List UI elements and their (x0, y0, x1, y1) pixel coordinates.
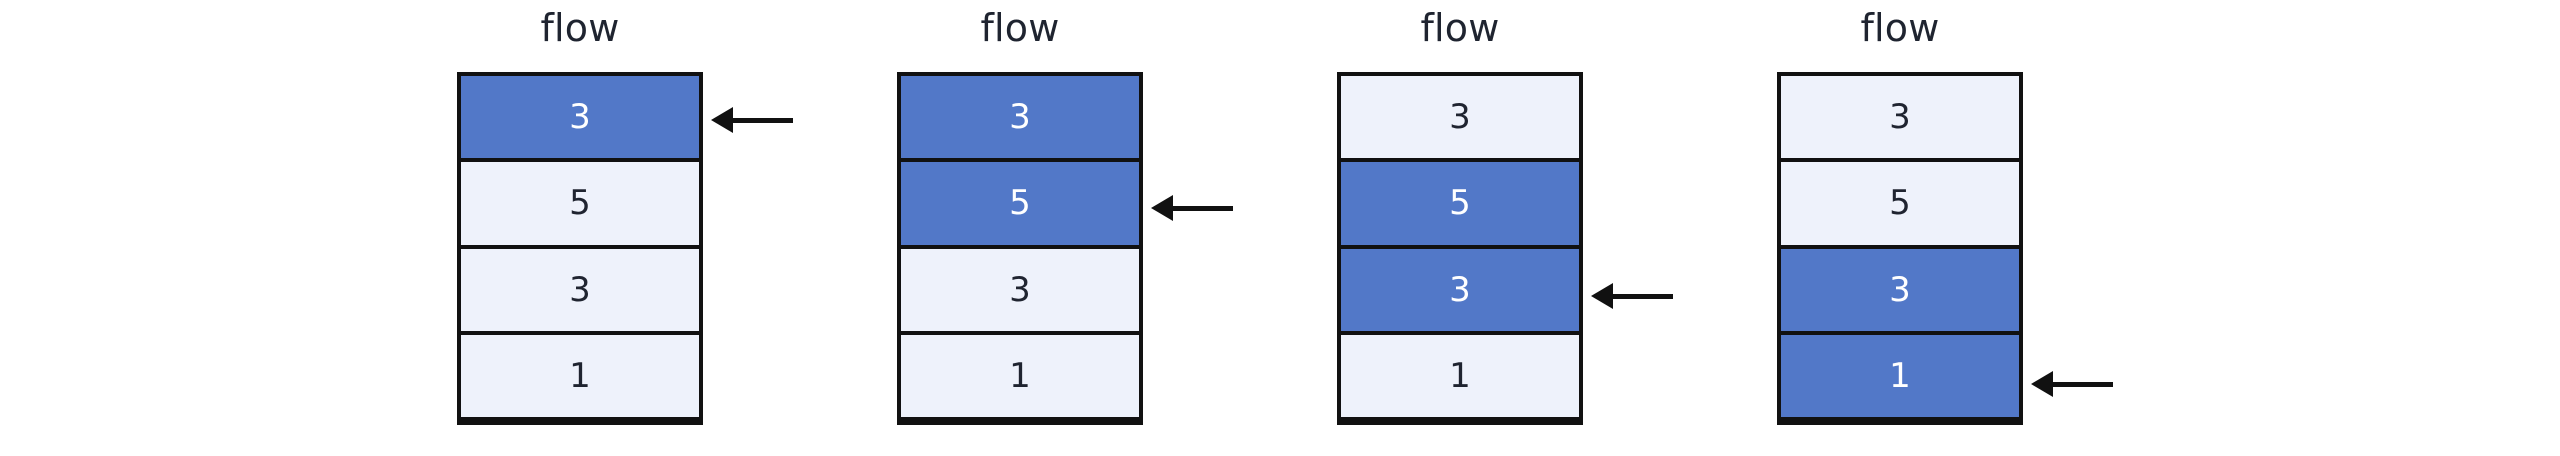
flow-table: 3 5 3 1 (897, 72, 1233, 425)
cell-value: 5 (1889, 183, 1911, 224)
cell-value: 3 (1889, 269, 1911, 310)
flow-table: 3 5 3 1 (1337, 72, 1673, 425)
flow-table: 3 5 3 1 (1777, 72, 2113, 425)
cell-value: 5 (1009, 183, 1031, 224)
table-row[interactable]: 3 (1781, 76, 2019, 163)
flow-panel-3: flow 3 5 3 1 (1337, 0, 1673, 456)
table-row[interactable]: 3 (461, 248, 699, 335)
cell-value: 5 (569, 183, 591, 224)
cell-value: 1 (1889, 355, 1911, 396)
table-row[interactable]: 5 (1781, 162, 2019, 249)
panel-title: flow (1860, 6, 1940, 50)
flow-panel-2: flow 3 5 3 1 (897, 0, 1233, 456)
cell-value: 3 (1889, 97, 1911, 138)
table-row[interactable]: 3 (1341, 76, 1579, 163)
cell-value: 3 (1009, 269, 1031, 310)
cell-value: 3 (1009, 97, 1031, 138)
panel-title: flow (1420, 6, 1500, 50)
table-row[interactable]: 5 (901, 162, 1139, 249)
cell-value: 1 (1009, 355, 1031, 396)
table-row[interactable]: 5 (461, 162, 699, 249)
table-row[interactable]: 1 (901, 334, 1139, 421)
table-row[interactable]: 1 (1781, 334, 2019, 421)
table-row[interactable]: 3 (1341, 248, 1579, 335)
arrow-shaft (2039, 382, 2113, 387)
table-row[interactable]: 3 (901, 76, 1139, 163)
cell-value: 3 (569, 269, 591, 310)
cell-value: 3 (1449, 269, 1471, 310)
table-row[interactable]: 1 (1341, 334, 1579, 421)
flow-panel-4: flow 3 5 3 1 (1777, 0, 2113, 456)
table-row[interactable]: 5 (1341, 162, 1579, 249)
arrow-shaft (1599, 294, 1673, 299)
panel-title: flow (980, 6, 1060, 50)
table-row[interactable]: 1 (461, 334, 699, 421)
cell-value: 3 (569, 97, 591, 138)
cell-value: 1 (569, 355, 591, 396)
arrow-shaft (1159, 206, 1233, 211)
panel-title: flow (540, 6, 620, 50)
cell-value: 5 (1449, 183, 1471, 224)
table-row[interactable]: 3 (1781, 248, 2019, 335)
table-row[interactable]: 3 (461, 76, 699, 163)
cell-value: 1 (1449, 355, 1471, 396)
cell-value: 3 (1449, 97, 1471, 138)
arrow-shaft (719, 118, 793, 123)
flow-panel-1: flow 3 5 3 1 (457, 0, 793, 456)
table-row[interactable]: 3 (901, 248, 1139, 335)
flow-table: 3 5 3 1 (457, 72, 793, 425)
